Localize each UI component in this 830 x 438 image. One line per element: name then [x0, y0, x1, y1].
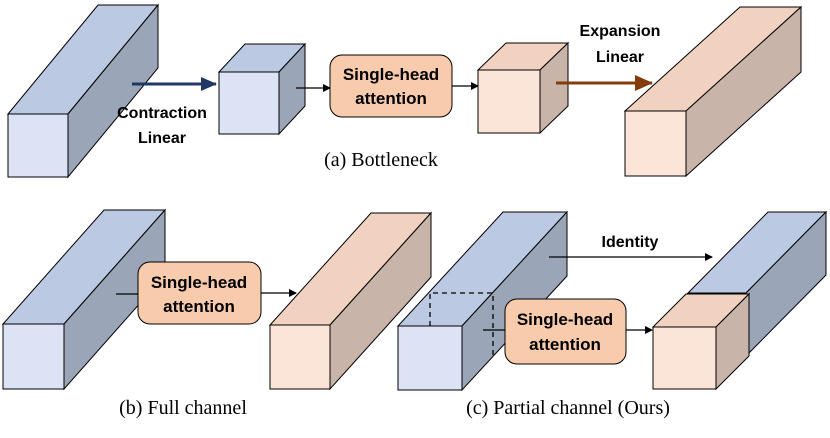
svg-text:attention: attention	[355, 89, 427, 108]
output-tensor-b	[268, 211, 433, 391]
contracted-tensor-cube	[217, 42, 307, 136]
contraction-label-line2: Linear	[138, 130, 186, 147]
caption-b: (b) Full channel	[119, 397, 247, 419]
svg-text:Single-head: Single-head	[343, 65, 439, 84]
expansion-label-line2: Linear	[596, 49, 644, 66]
svg-text:Single-head: Single-head	[151, 273, 247, 292]
partial-channel-split	[429, 292, 494, 357]
attention-block-c: Single-head attention	[504, 298, 627, 365]
svg-text:Single-head: Single-head	[517, 310, 613, 329]
caption-c: (c) Partial channel (Ours)	[466, 397, 670, 419]
attention-block-a: Single-head attention	[329, 54, 453, 118]
output-tensor-a	[623, 5, 803, 178]
input-tensor-a	[6, 3, 160, 179]
expansion-label-line1: Expansion	[580, 23, 661, 40]
caption-a: (a) Bottleneck	[324, 149, 438, 171]
attended-tensor-cube	[476, 41, 570, 135]
identity-label: Identity	[602, 234, 659, 251]
svg-text:attention: attention	[529, 335, 601, 354]
input-tensor-b	[1, 208, 167, 391]
contraction-label-line1: Contraction	[117, 105, 207, 122]
attention-block-b: Single-head attention	[137, 261, 262, 325]
output-attention-part	[651, 292, 751, 391]
svg-text:attention: attention	[163, 297, 235, 316]
